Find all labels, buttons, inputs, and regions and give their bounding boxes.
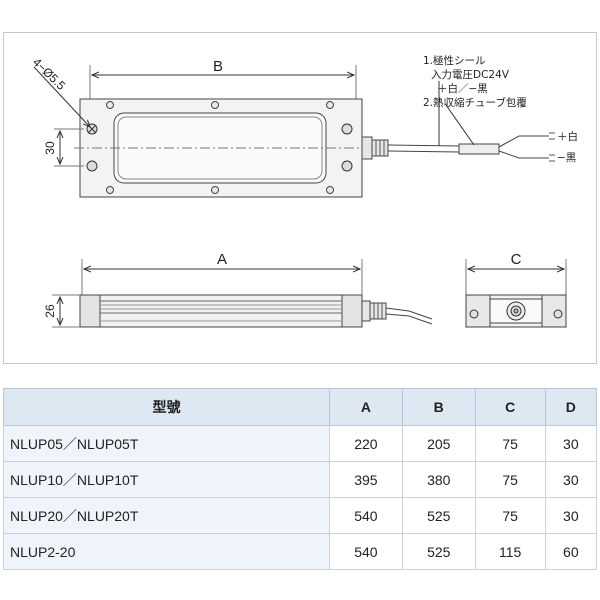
cell-d: 30 [544,497,598,534]
table-row: NLUP10／NLUP10T 395 380 75 30 [3,461,598,498]
note-2: 入力電圧DC24V [431,68,510,81]
cell-model: NLUP20／NLUP20T [3,497,330,534]
technical-drawing: B 4−Ø5.5 30 1.極性シール 入力電圧DC24V ＋白／−黒 2.熱収… [3,32,597,364]
spec-table: 型號 A B C D NLUP05／NLUP05T 220 205 75 30 … [3,388,598,570]
cell-model: NLUP05／NLUP05T [3,425,330,462]
side-view [52,259,433,328]
wire-minus-label: −黒 [557,152,576,164]
dim-30-label: 30 [43,141,57,155]
label-a: A [217,251,227,268]
cell-d: 30 [544,461,598,498]
end-view [465,259,567,328]
cell-b: 525 [401,497,476,534]
cell-a: 540 [329,497,403,534]
cell-model: NLUP2-20 [3,533,330,570]
top-screws [106,101,334,194]
table-header-row: 型號 A B C D [3,388,598,426]
cell-b: 380 [401,461,476,498]
side-body [79,294,363,328]
cell-d: 60 [544,533,598,570]
cell-c: 75 [474,497,546,534]
cell-a: 220 [329,425,403,462]
table-row: NLUP2-20 540 525 115 60 [3,533,598,570]
cell-a: 395 [329,461,403,498]
label-b: B [213,58,223,75]
header-d: D [544,388,598,426]
cell-d: 30 [544,425,598,462]
drawing-svg: B 4−Ø5.5 30 1.極性シール 入力電圧DC24V ＋白／−黒 2.熱収… [30,54,578,328]
wire-plus-label: ＋白 [557,130,578,143]
header-model: 型號 [3,388,330,426]
table-row: NLUP20／NLUP20T 540 525 75 30 [3,497,598,534]
header-b: B [401,388,476,426]
cell-a: 540 [329,533,403,570]
cell-model: NLUP10／NLUP10T [3,461,330,498]
heat-shrink-tube [458,143,500,155]
header-c: C [474,388,546,426]
dim-26-label: 26 [43,304,57,318]
top-gland-nut [361,136,373,160]
header-a: A [329,388,403,426]
top-view [33,65,555,198]
note-4: 2.熱収縮チューブ包覆 [423,96,527,109]
cell-c: 75 [474,461,546,498]
table-row: NLUP05／NLUP05T 220 205 75 30 [3,425,598,462]
hole-note: 4−Ø5.5 [30,55,69,93]
note-3: ＋白／−黒 [437,82,488,95]
cell-c: 75 [474,425,546,462]
cell-b: 525 [401,533,476,570]
note-1: 1.極性シール [423,54,486,67]
label-c: C [511,251,522,268]
cell-c: 115 [474,533,546,570]
cell-b: 205 [401,425,476,462]
